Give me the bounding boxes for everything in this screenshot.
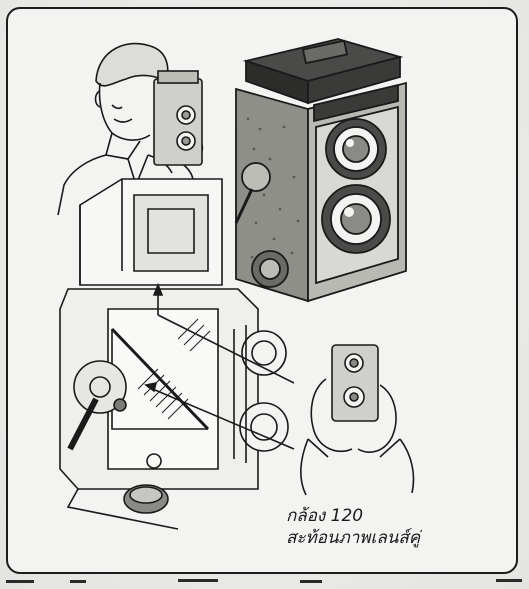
figure-caption: กล้อง 120 สะท้อนภาพเลนส์คู่	[286, 505, 506, 549]
hands-holding-camera	[300, 344, 415, 496]
small-tlr-camera	[153, 70, 203, 166]
caption-line-1: กล้อง 120	[286, 506, 364, 526]
light-path-arrows	[144, 282, 295, 450]
page-edge-text-fragment	[6, 579, 522, 583]
large-tlr-camera	[234, 38, 407, 303]
cutaway-diagram	[59, 178, 289, 530]
camera-illustration	[57, 38, 415, 530]
figure-frame: กล้อง 120 สะท้อนภาพเลนส์คู่	[6, 7, 518, 574]
caption-line-2: สะท้อนภาพเลนส์คู่	[286, 528, 421, 548]
